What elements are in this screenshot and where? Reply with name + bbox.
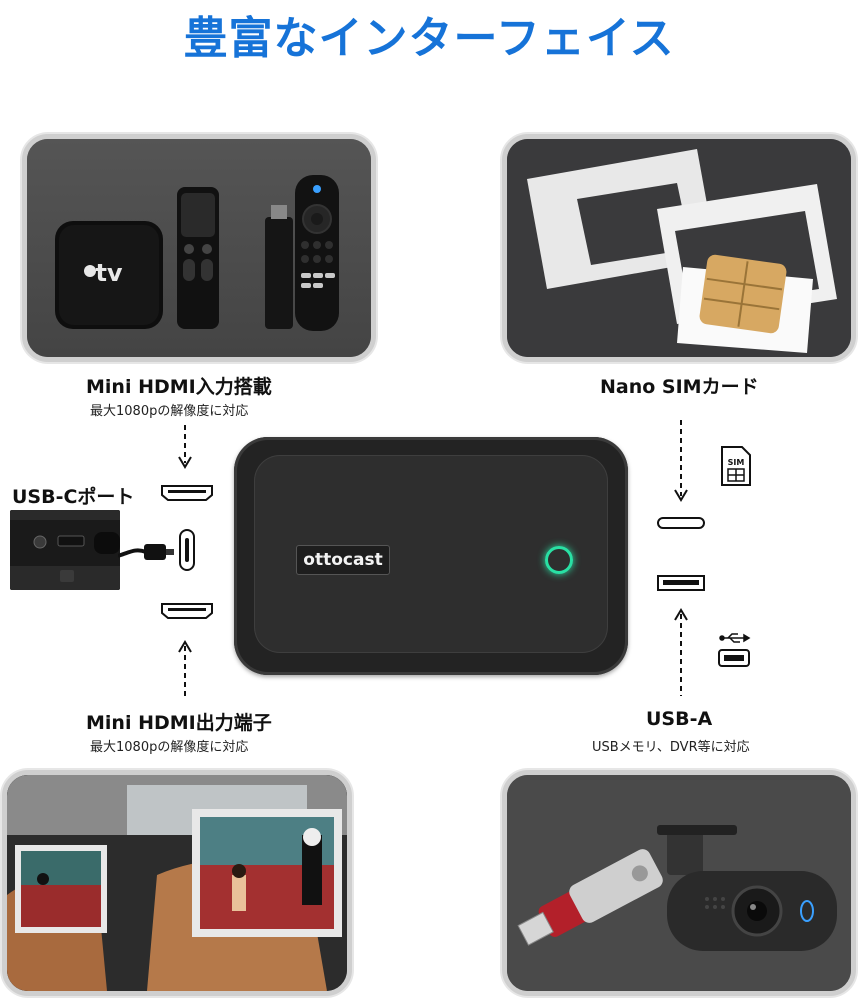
usba-sublabel: USBメモリ、DVR等に対応 <box>592 740 750 755</box>
status-led-icon <box>545 546 573 574</box>
svg-text:SIM: SIM <box>728 458 745 467</box>
usb-icon <box>718 633 751 667</box>
car-rear-screens-image <box>2 770 352 996</box>
sim-label: Nano SIMカード <box>600 376 759 398</box>
sim-card-icon: SIM <box>721 446 751 486</box>
usb-c-port-photo <box>10 510 120 590</box>
mini-hdmi-port-icon <box>161 603 213 619</box>
usb-c-port-icon <box>179 529 195 571</box>
usb-c-cable-icon <box>118 544 174 560</box>
usbc-label: USB-Cポート <box>12 486 135 508</box>
car-rear-screens-illustration <box>7 775 347 991</box>
down-arrow-icon <box>178 425 192 469</box>
apple-tv-text: tv <box>95 259 122 287</box>
brand-logo: ottocast <box>296 545 390 575</box>
streaming-devices-illustration: tv <box>27 139 371 357</box>
usba-label: USB-A <box>646 708 713 730</box>
down-arrow-icon <box>674 420 688 502</box>
hdmi-out-sublabel: 最大1080pの解像度に対応 <box>90 740 249 755</box>
streaming-devices-image: tv <box>22 134 376 362</box>
usb-stick-dashcam-illustration <box>507 775 851 991</box>
mini-hdmi-port-icon <box>161 485 213 501</box>
up-arrow-icon <box>674 608 688 696</box>
ottocast-device: ottocast <box>234 437 628 675</box>
sim-card-image <box>502 134 856 362</box>
hdmi-out-label: Mini HDMI出力端子 <box>86 712 272 734</box>
usb-a-port-icon <box>657 575 705 591</box>
sim-slot-icon <box>657 517 705 529</box>
hdmi-in-label: Mini HDMI入力搭載 <box>86 376 272 398</box>
sim-card-illustration <box>507 139 851 357</box>
usb-stick-dashcam-image <box>502 770 856 996</box>
page-title: 豊富なインターフェイス <box>183 13 675 64</box>
hdmi-in-sublabel: 最大1080pの解像度に対応 <box>90 404 249 419</box>
up-arrow-icon <box>178 640 192 696</box>
